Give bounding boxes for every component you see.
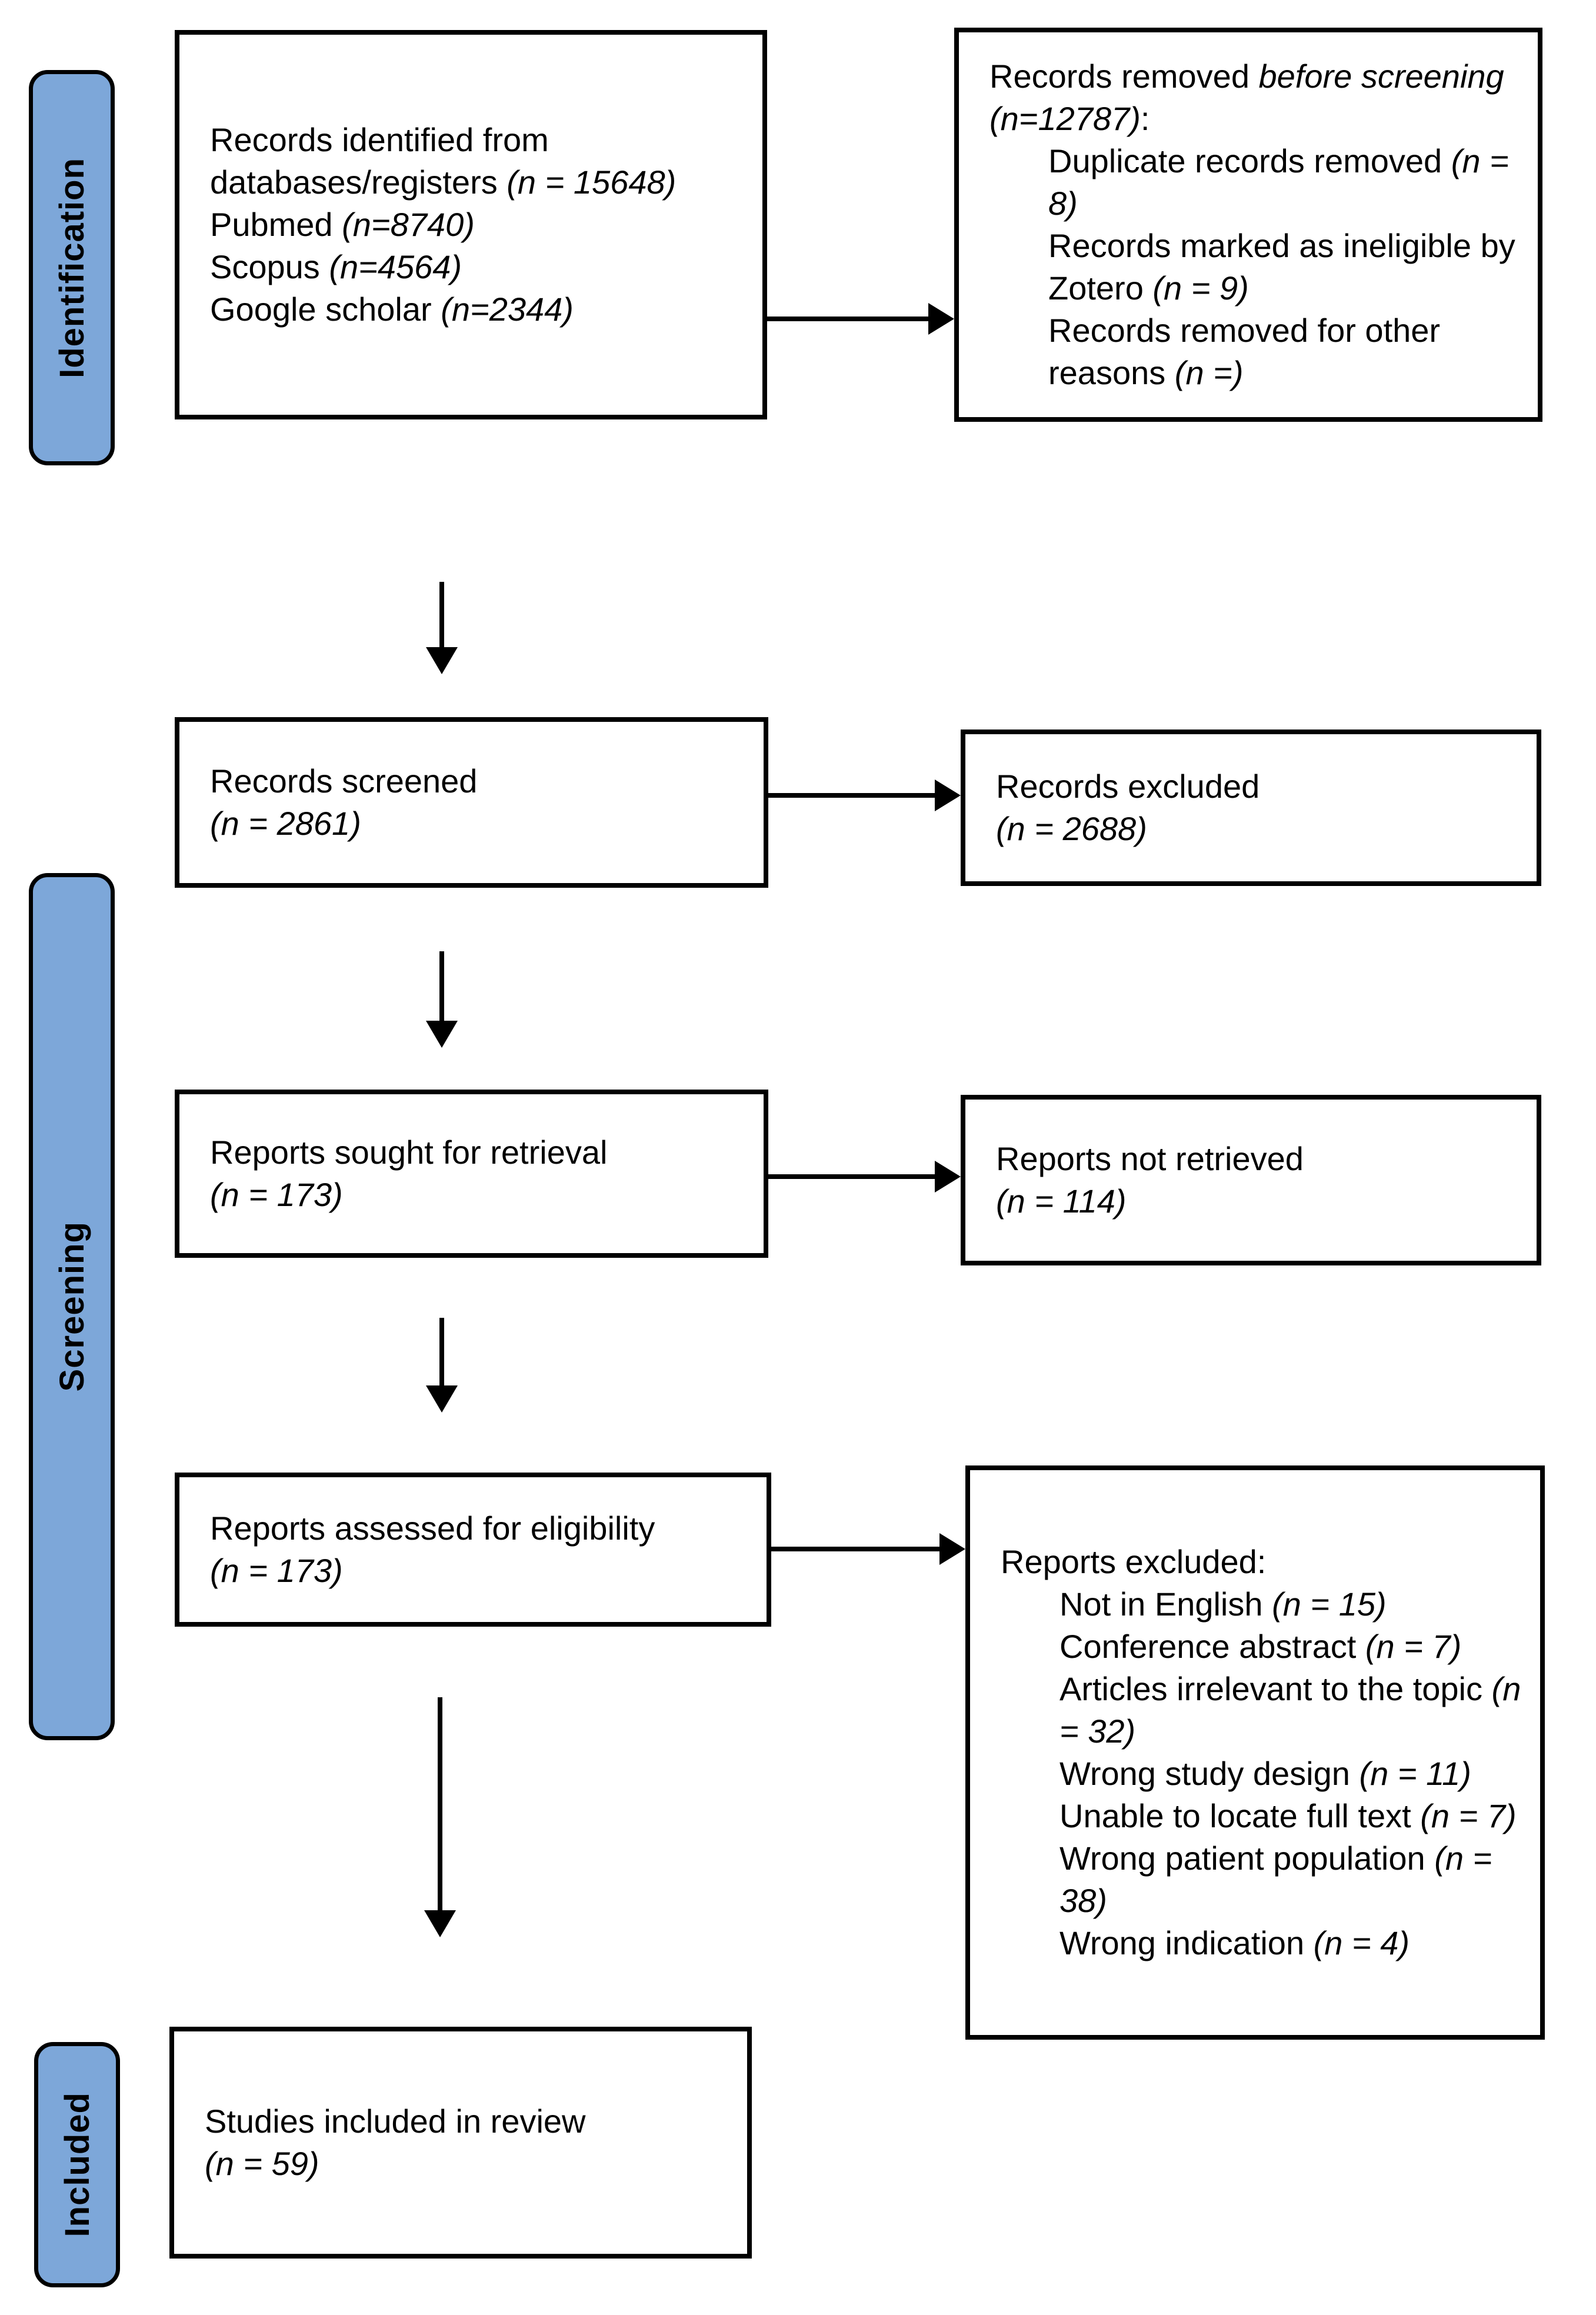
box-line: Pubmed (n=8740) — [210, 204, 746, 246]
box-studies-included: Studies included in review (n = 59) — [169, 2027, 752, 2259]
box-count: (n = 59) — [205, 2145, 319, 2182]
list-item: Conference abstract (n = 7) — [1059, 1626, 1524, 1668]
arrow-screened-to-excluded — [768, 793, 935, 798]
arrowhead-sought-to-not-retrieved — [935, 1161, 961, 1193]
list-item-text: Wrong patient population — [1059, 1840, 1435, 1877]
box-line: databases/registers (n = 15648) — [210, 161, 746, 204]
arrow-assessed-to-excluded — [771, 1547, 939, 1551]
box-reports-assessed: Reports assessed for eligibility (n = 17… — [175, 1473, 771, 1627]
list-item-text: Records removed for other reasons — [1048, 312, 1441, 391]
box-count: (n=2344) — [441, 291, 574, 328]
box-records-identified: Records identified from databases/regist… — [175, 30, 767, 419]
box-reports-sought: Reports sought for retrieval (n = 173) — [175, 1090, 768, 1258]
box-reports-not-retrieved: Reports not retrieved (n = 114) — [961, 1095, 1541, 1265]
box-text-italic: before screening (n=12787) — [989, 58, 1504, 137]
list-item-text: Conference abstract — [1059, 1628, 1365, 1665]
box-line: Records identified from — [210, 119, 746, 161]
list-item-text: Articles irrelevant to the topic — [1059, 1670, 1492, 1707]
arrowhead-screened-to-sought — [426, 1021, 458, 1048]
box-heading: Reports excluded: — [1001, 1543, 1267, 1580]
list-item: Articles irrelevant to the topic (n = 32… — [1059, 1668, 1524, 1753]
arrowhead-assessed-to-included — [424, 1910, 456, 1937]
list-item: Wrong indication (n = 4) — [1059, 1922, 1524, 1964]
list-item-count: (n = 9) — [1152, 269, 1249, 307]
list-item: Duplicate records removed (n = 8) — [1048, 140, 1521, 225]
arrowhead-sought-to-assessed — [426, 1385, 458, 1413]
box-title: Reports sought for retrieval — [210, 1134, 608, 1171]
list-item: Unable to locate full text (n = 7) — [1059, 1795, 1524, 1837]
list-item-count: (n =) — [1174, 354, 1244, 391]
box-title: Records excluded — [996, 768, 1260, 805]
list-item-text: Not in English — [1059, 1585, 1272, 1623]
box-count: (n=8740) — [342, 206, 475, 243]
box-count: (n = 173) — [210, 1552, 343, 1589]
box-records-removed: Records removed before screening (n=1278… — [954, 28, 1542, 422]
arrow-assessed-to-included — [438, 1697, 442, 1910]
arrowhead-identified-to-screened — [426, 647, 458, 674]
box-text: Google scholar — [210, 291, 441, 328]
box-records-excluded: Records excluded (n = 2688) — [961, 730, 1541, 886]
sidebar-tab-screening: Screening — [29, 873, 115, 1740]
list-item-text: Wrong study design — [1059, 1755, 1360, 1792]
arrow-sought-to-assessed — [439, 1318, 444, 1385]
arrow-identified-to-removed — [767, 317, 928, 321]
box-reports-excluded: Reports excluded: Not in English (n = 15… — [965, 1465, 1545, 2040]
box-title: Studies included in review — [205, 2103, 586, 2140]
box-heading: Records removed before screening (n=1278… — [989, 55, 1521, 140]
list-item-count: (n = 7) — [1365, 1628, 1462, 1665]
box-text: Scopus — [210, 248, 329, 285]
list-item-count: (n = 4) — [1313, 1924, 1410, 1961]
arrowhead-identified-to-removed — [928, 303, 954, 335]
list-item-count: (n = 38) — [1059, 1840, 1492, 1919]
arrow-screened-to-sought — [439, 951, 444, 1021]
sidebar-tab-identification: Identification — [29, 70, 115, 465]
list-item-count: (n = 32) — [1059, 1670, 1521, 1750]
box-text: Records identified from — [210, 121, 549, 158]
list-item: Records removed for other reasons (n =) — [1048, 309, 1521, 394]
list-item-text: Unable to locate full text — [1059, 1797, 1421, 1834]
box-title: Reports assessed for eligibility — [210, 1510, 655, 1547]
box-count: (n = 15648) — [507, 164, 677, 201]
list-item: Wrong patient population (n = 38) — [1059, 1837, 1524, 1922]
list-item-count: (n = 11) — [1359, 1755, 1471, 1792]
sidebar-tab-included: Included — [34, 2042, 120, 2287]
arrowhead-assessed-to-excluded — [939, 1533, 965, 1565]
arrow-identified-to-screened — [439, 582, 444, 647]
list-item-text: Records marked as ineligible by Zotero — [1048, 227, 1515, 307]
box-text: databases/registers — [210, 164, 507, 201]
list-item: Not in English (n = 15) — [1059, 1583, 1524, 1626]
box-line: Scopus (n=4564) — [210, 246, 746, 288]
arrowhead-screened-to-excluded — [935, 780, 961, 811]
box-count: (n = 114) — [996, 1183, 1127, 1220]
sidebar-label-screening: Screening — [52, 1221, 91, 1392]
box-title: Reports not retrieved — [996, 1140, 1304, 1177]
list-item-count: (n = 15) — [1272, 1585, 1387, 1623]
list-item-text: Duplicate records removed — [1048, 142, 1451, 179]
box-title: Records screened — [210, 762, 478, 800]
list-item-count: (n = 8) — [1048, 142, 1509, 222]
box-text: : — [1140, 100, 1150, 137]
sidebar-label-included: Included — [58, 2092, 96, 2237]
box-records-screened: Records screened (n = 2861) — [175, 717, 768, 888]
box-count: (n=4564) — [329, 248, 462, 285]
list-item: Wrong study design (n = 11) — [1059, 1753, 1524, 1795]
sidebar-label-identification: Identification — [52, 157, 91, 378]
box-text: Records removed — [989, 58, 1259, 95]
box-count: (n = 173) — [210, 1176, 343, 1213]
box-line: Google scholar (n=2344) — [210, 288, 746, 331]
list-item: Records marked as ineligible by Zotero (… — [1048, 225, 1521, 309]
box-count: (n = 2688) — [996, 810, 1147, 847]
box-text: Pubmed — [210, 206, 342, 243]
list-item-text: Wrong indication — [1059, 1924, 1314, 1961]
arrow-sought-to-not-retrieved — [768, 1174, 935, 1179]
box-count: (n = 2861) — [210, 805, 361, 842]
list-item-count: (n = 7) — [1420, 1797, 1517, 1834]
